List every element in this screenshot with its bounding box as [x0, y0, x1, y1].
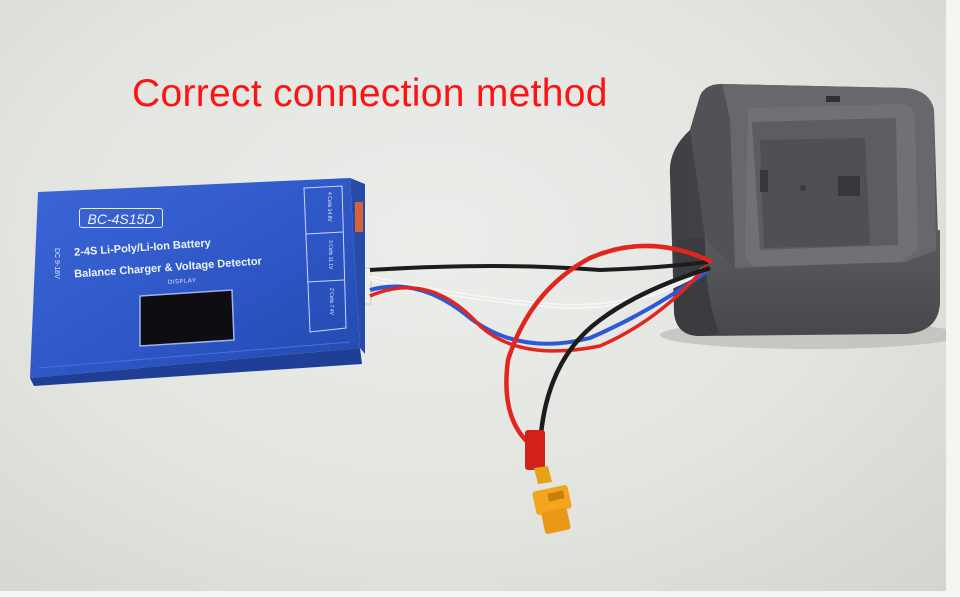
dc-input-label: DC 9-18V — [53, 248, 60, 279]
balance-charger: BC-4S15D 2-4S Li-Poly/Li-Ion Battery Bal… — [20, 178, 365, 386]
charger-body — [30, 178, 365, 386]
caption-title: Correct connection method — [132, 72, 608, 115]
cells-label-3s: 3 Cells 11.1V — [327, 240, 333, 270]
cells-label-2s: 2 Cells 7.4V — [328, 288, 334, 315]
cells-label-4s: 4 Cells 14.8V — [326, 192, 332, 222]
model-label: BC-4S15D — [79, 208, 163, 228]
